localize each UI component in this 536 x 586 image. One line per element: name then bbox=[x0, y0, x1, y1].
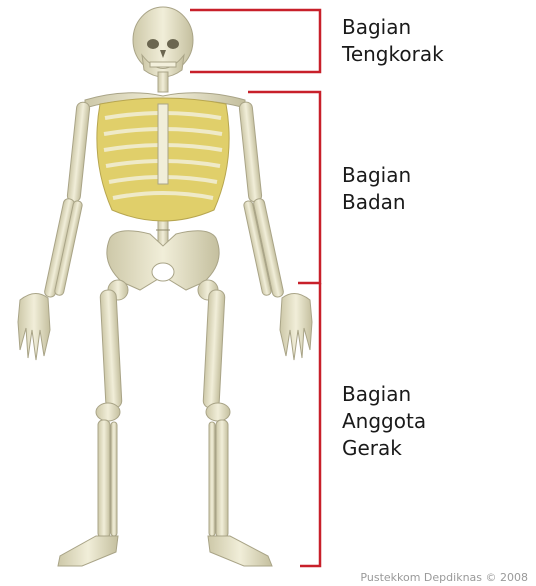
label-body-section: Bagian Badan bbox=[342, 162, 411, 216]
skull bbox=[133, 7, 193, 77]
left-arm bbox=[239, 102, 312, 360]
right-leg bbox=[58, 280, 128, 566]
label-skull-section: Bagian Tengkorak bbox=[342, 14, 444, 68]
label-limbs-section: Bagian Anggota Gerak bbox=[342, 381, 426, 462]
right-arm bbox=[18, 102, 90, 360]
ribcage bbox=[97, 98, 229, 221]
bracket-head bbox=[190, 10, 320, 72]
left-leg bbox=[198, 280, 272, 566]
credit-line: Pustekkom Depdiknas © 2008 bbox=[360, 571, 528, 584]
